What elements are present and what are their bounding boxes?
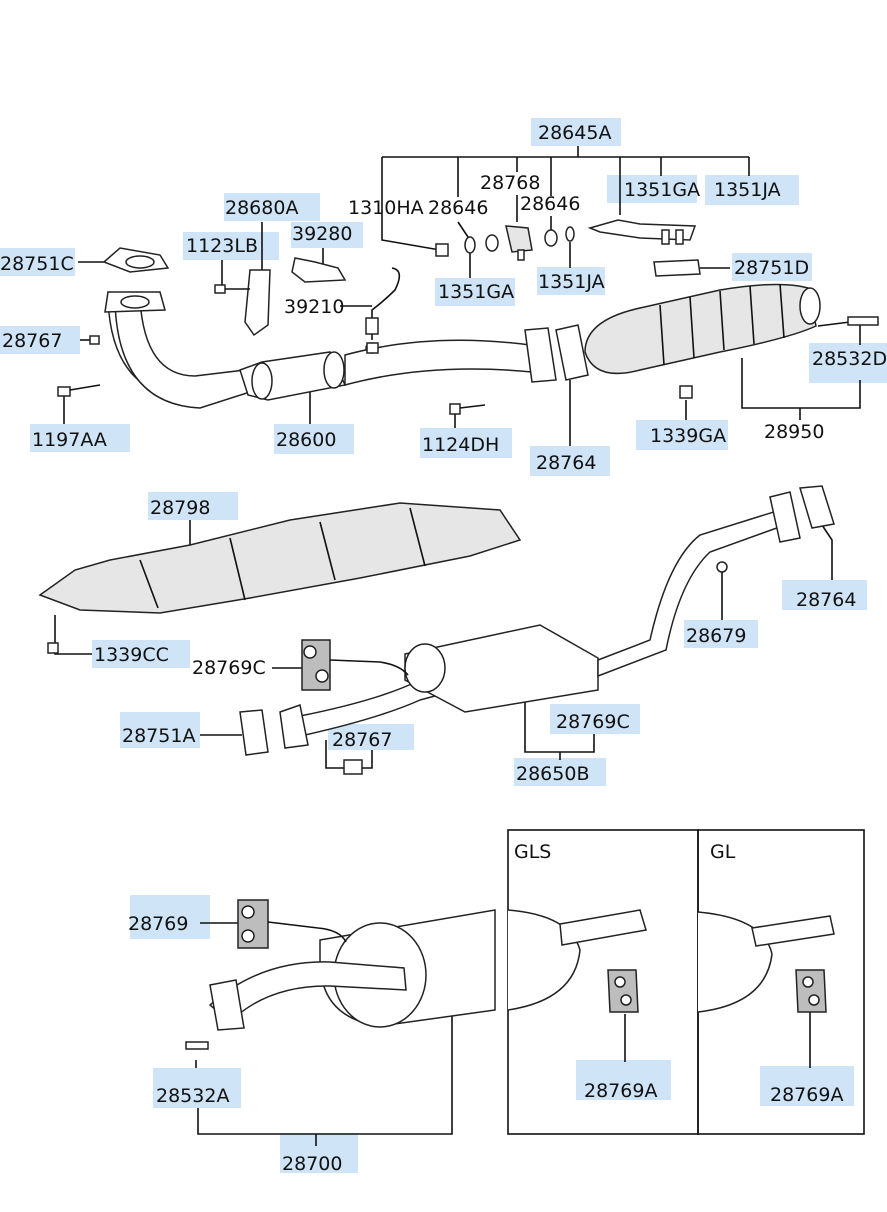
converter-28950 bbox=[584, 283, 879, 375]
label-28532A[interactable]: 28532A bbox=[156, 1085, 229, 1107]
label-28679[interactable]: 28679 bbox=[686, 625, 746, 647]
main-muffler-28700 bbox=[185, 909, 496, 1050]
label-28751A[interactable]: 28751A bbox=[122, 725, 195, 747]
label-1197AA[interactable]: 1197AA bbox=[32, 429, 107, 451]
label-28764-top[interactable]: 28764 bbox=[536, 452, 596, 474]
gasket-28751D bbox=[653, 259, 701, 277]
label-28768[interactable]: 28768 bbox=[480, 172, 540, 194]
bracket-28680A bbox=[214, 269, 271, 337]
hanger-28769C bbox=[301, 639, 409, 691]
label-28769A-gls[interactable]: 28769A bbox=[584, 1080, 657, 1102]
gl-tail bbox=[697, 911, 835, 1013]
label-28751D[interactable]: 28751D bbox=[734, 257, 809, 279]
leader-lines bbox=[54, 146, 861, 1146]
hanger-28768 bbox=[505, 225, 533, 261]
hanger-28769 bbox=[237, 899, 347, 949]
flange-28767 bbox=[89, 291, 166, 345]
label-28767-top[interactable]: 28767 bbox=[2, 330, 62, 352]
part-labels: 28645A 28768 1351GA 1351JA 28680A 1310HA… bbox=[0, 122, 887, 1175]
label-1351GA-mid[interactable]: 1351GA bbox=[438, 281, 514, 303]
label-highlights bbox=[0, 118, 887, 1173]
label-28646-b[interactable]: 28646 bbox=[520, 193, 580, 215]
label-1124DH[interactable]: 1124DH bbox=[422, 434, 499, 456]
oxygen-sensor-39210 bbox=[365, 267, 401, 354]
nut-1310HA bbox=[435, 243, 449, 257]
label-28769C-a[interactable]: 28769C bbox=[192, 657, 266, 679]
label-1351JA-mid[interactable]: 1351JA bbox=[538, 271, 605, 293]
bolt-1197AA bbox=[57, 384, 101, 397]
label-28769[interactable]: 28769 bbox=[128, 913, 188, 935]
bracket-39280 bbox=[291, 257, 347, 283]
heat-shield-28798 bbox=[38, 502, 522, 654]
label-28680A[interactable]: 28680A bbox=[225, 197, 298, 219]
label-1339CC[interactable]: 1339CC bbox=[94, 644, 169, 666]
label-1123LB[interactable]: 1123LB bbox=[186, 235, 258, 257]
label-28950[interactable]: 28950 bbox=[764, 421, 824, 443]
label-28700[interactable]: 28700 bbox=[282, 1153, 342, 1175]
variant-label-gls: GLS bbox=[514, 841, 551, 863]
gasket-28751C bbox=[102, 247, 170, 273]
label-28532D[interactable]: 28532D bbox=[812, 348, 887, 370]
label-28769A-gl[interactable]: 28769A bbox=[770, 1084, 843, 1106]
label-28646-a[interactable]: 28646 bbox=[428, 197, 488, 219]
label-1351GA-top[interactable]: 1351GA bbox=[624, 179, 700, 201]
bracket-1351GA bbox=[587, 219, 697, 245]
label-28650B[interactable]: 28650B bbox=[516, 763, 589, 785]
center-pipe-28650B bbox=[239, 485, 835, 775]
label-1339GA[interactable]: 1339GA bbox=[650, 425, 726, 447]
label-39280[interactable]: 39280 bbox=[292, 223, 352, 245]
label-28767-mid[interactable]: 28767 bbox=[332, 729, 392, 751]
washers-28646 bbox=[464, 226, 575, 254]
label-28645A[interactable]: 28645A bbox=[538, 122, 611, 144]
gasket-28764 bbox=[449, 324, 589, 415]
label-1310HA[interactable]: 1310HA bbox=[348, 197, 424, 219]
label-28798[interactable]: 28798 bbox=[150, 497, 210, 519]
label-28751C[interactable]: 28751C bbox=[0, 253, 74, 275]
label-28769C-b[interactable]: 28769C bbox=[556, 711, 630, 733]
nut-1339GA bbox=[679, 385, 693, 399]
label-28764-mid[interactable]: 28764 bbox=[796, 589, 856, 611]
label-1351JA-top[interactable]: 1351JA bbox=[714, 179, 781, 201]
label-39210[interactable]: 39210 bbox=[284, 296, 344, 318]
label-28600[interactable]: 28600 bbox=[276, 429, 336, 451]
gls-tail bbox=[507, 909, 647, 1013]
variant-label-gl: GL bbox=[710, 841, 736, 863]
